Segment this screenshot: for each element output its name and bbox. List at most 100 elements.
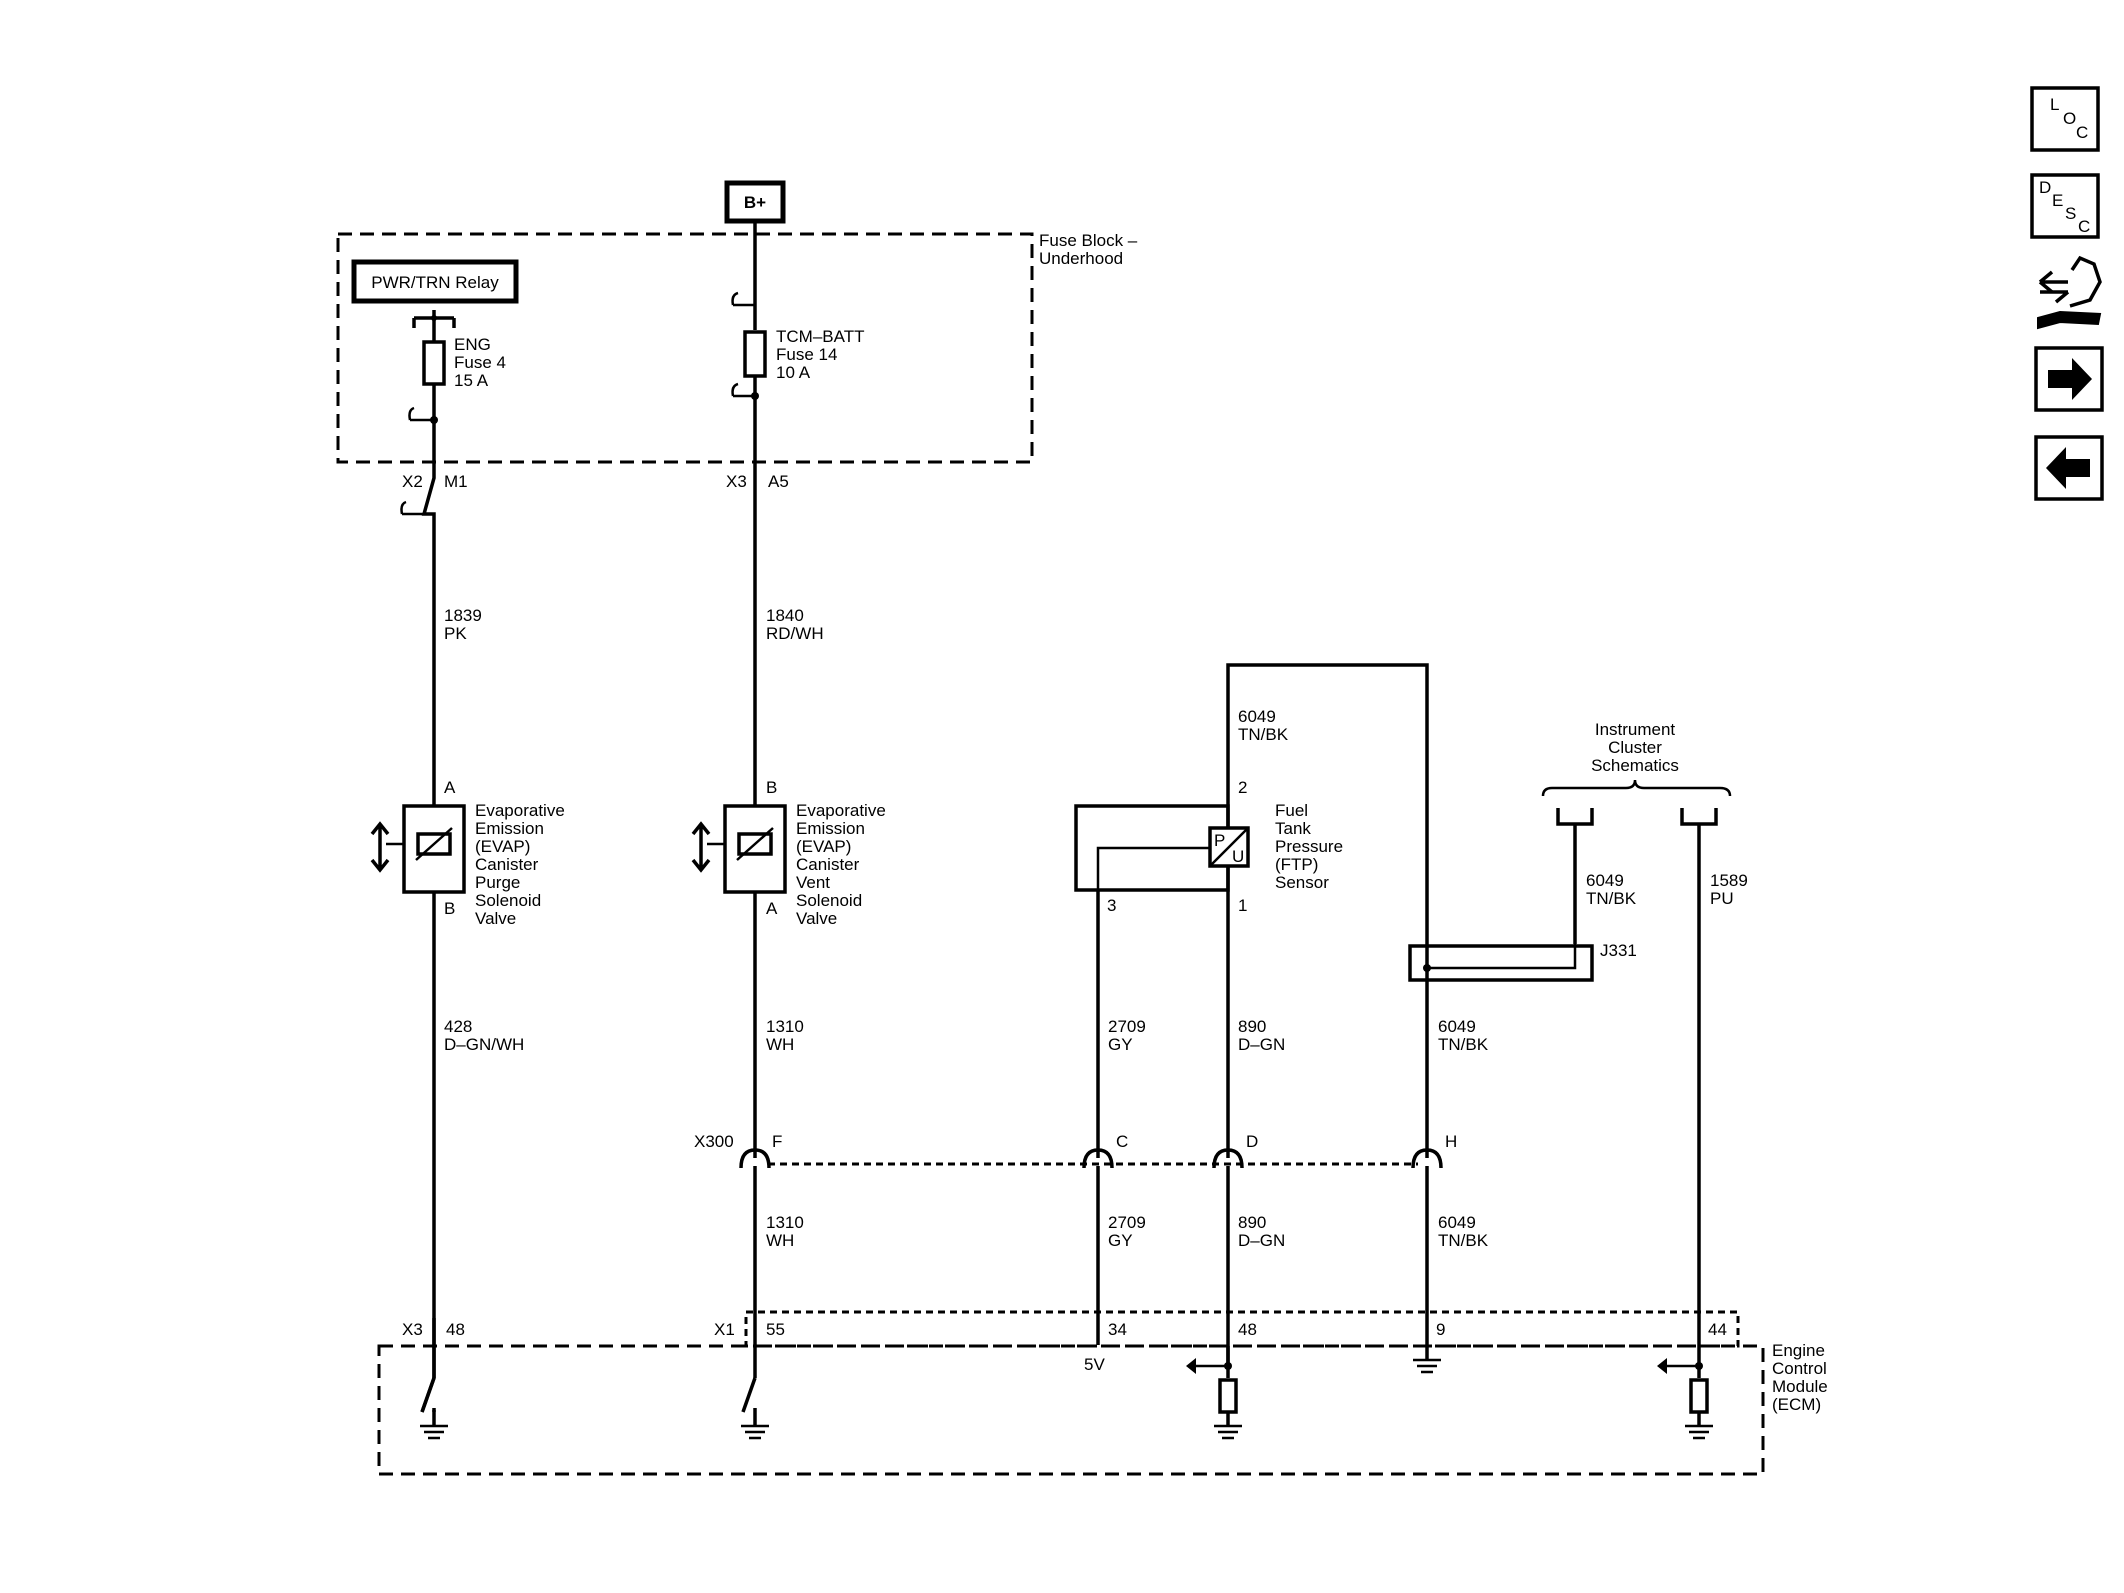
connector-x3-label: X3: [726, 472, 747, 491]
svg-text:GY: GY: [1108, 1231, 1133, 1250]
x300-label: X300: [694, 1132, 734, 1151]
svg-text:Fuse Block –: Fuse Block –: [1039, 231, 1138, 250]
loc-button[interactable]: L O C: [2030, 86, 2100, 152]
svg-text:D–GN: D–GN: [1238, 1231, 1285, 1250]
battery-positive-label: B+: [724, 180, 786, 224]
tcm-batt-fuse-14: [743, 330, 767, 378]
pwr-trn-relay: PWR/TRN Relay: [351, 259, 519, 304]
svg-text:PU: PU: [1710, 889, 1734, 908]
purge-pin-a: A: [444, 778, 456, 797]
connector-x2-label: X2: [402, 472, 423, 491]
wire-6049-label-top: 6049: [1238, 707, 1276, 726]
ecm-x1-pin-55: 55: [766, 1320, 785, 1339]
cluster-connector-2: [1680, 808, 1718, 1378]
svg-text:Schematics: Schematics: [1591, 756, 1679, 775]
ground-icon: [420, 1424, 448, 1440]
ecm-x1-pin-44: 44: [1708, 1320, 1727, 1339]
svg-text:Module: Module: [1772, 1377, 1828, 1396]
fuse-terminal-icon: [731, 291, 755, 307]
svg-text:Fuse 4: Fuse 4: [454, 353, 506, 372]
relay-label: PWR/TRN Relay: [371, 273, 499, 292]
loc-letter-o: O: [2063, 109, 2076, 128]
desc-button[interactable]: D E S C: [2030, 173, 2100, 239]
ecm-outline: [377, 1344, 1765, 1476]
svg-text:Fuse 14: Fuse 14: [776, 345, 837, 364]
loc-letter-l: L: [2050, 95, 2059, 114]
ftp-sensor: P U: [1074, 804, 1250, 892]
svg-text:Fuel: Fuel: [1275, 801, 1308, 820]
svg-text:TN/BK: TN/BK: [1586, 889, 1637, 908]
svg-text:TN/BK: TN/BK: [1238, 725, 1289, 744]
solenoid-actuator-icon: [691, 821, 711, 873]
ecm-x1-label: X1: [714, 1320, 735, 1339]
ecm-x1-pin-34: 34: [1108, 1320, 1127, 1339]
svg-text:(ECM): (ECM): [1772, 1395, 1821, 1414]
svg-text:Evaporative: Evaporative: [796, 801, 886, 820]
svg-text:Underhood: Underhood: [1039, 249, 1123, 268]
svg-text:Solenoid: Solenoid: [475, 891, 541, 910]
fuse-terminal-icon: [408, 406, 434, 422]
svg-text:Valve: Valve: [475, 909, 516, 928]
pressure-symbol-u: U: [1232, 847, 1244, 866]
ecm-x1-pin-48: 48: [1238, 1320, 1257, 1339]
ground-icon: [1214, 1424, 1242, 1440]
solenoid-actuator-icon: [370, 821, 390, 873]
connector-x3-pin: A5: [768, 472, 789, 491]
purge-valve-label: Evaporative Emission (EVAP) Canister Pur…: [475, 801, 565, 928]
wire-428-dgn-wh: [420, 892, 436, 1413]
svg-text:Control: Control: [1772, 1359, 1827, 1378]
wire-1839-pk: [421, 420, 436, 806]
ecm-5v-reference: 5V: [1084, 1355, 1105, 1374]
ecm-low-reference: [1413, 1358, 1441, 1374]
ecm-x1-pin-9: 9: [1436, 1320, 1445, 1339]
splice-label: J331: [1600, 941, 1637, 960]
evap-vent-solenoid-valve: [691, 804, 787, 894]
wire-1589-label: 1589: [1710, 871, 1748, 890]
svg-text:Vent: Vent: [796, 873, 830, 892]
ecm-x3-pin-48: 48: [446, 1320, 465, 1339]
svg-text:D–GN: D–GN: [1238, 1035, 1285, 1054]
svg-text:Emission: Emission: [796, 819, 865, 838]
wire-6049-label-upper: 6049: [1438, 1017, 1476, 1036]
connector-tool-icon[interactable]: [2037, 255, 2102, 330]
svg-text:(EVAP): (EVAP): [796, 837, 851, 856]
wire-890-label-upper: 890: [1238, 1017, 1266, 1036]
svg-text:Cluster: Cluster: [1608, 738, 1662, 757]
x300-pin-f: F: [772, 1132, 782, 1151]
svg-text:Emission: Emission: [475, 819, 544, 838]
wire-890-label-lower: 890: [1238, 1213, 1266, 1232]
svg-text:Canister: Canister: [796, 855, 860, 874]
cluster-bracket: [1541, 779, 1732, 797]
svg-text:Instrument: Instrument: [1595, 720, 1676, 739]
tcm-fuse-text: TCM–BATT: [776, 327, 864, 346]
svg-text:Canister: Canister: [475, 855, 539, 874]
svg-text:RD/WH: RD/WH: [766, 624, 824, 643]
wire-1839-label: 1839: [444, 606, 482, 625]
arrow-right-icon[interactable]: [2034, 346, 2104, 412]
svg-text:Purge: Purge: [475, 873, 520, 892]
ftp-pin-1: 1: [1238, 896, 1247, 915]
svg-text:D–GN/WH: D–GN/WH: [444, 1035, 524, 1054]
loc-letter-c: C: [2076, 123, 2088, 142]
svg-text:Engine: Engine: [1772, 1341, 1825, 1360]
connector-x2-pin: M1: [444, 472, 468, 491]
svg-text:PK: PK: [444, 624, 467, 643]
svg-text:Valve: Valve: [796, 909, 837, 928]
vent-pin-a: A: [766, 899, 778, 918]
x300-terminals: [739, 1148, 1443, 1169]
wire-6049-tn-bk-loop: [1226, 663, 1429, 968]
wire-2709-label-upper: 2709: [1108, 1017, 1146, 1036]
arrow-left-icon[interactable]: [2034, 435, 2104, 501]
desc-letter-e: E: [2052, 191, 2063, 210]
connector-terminal-icon: [400, 500, 424, 516]
ecm-cluster-signal-input: [1657, 1358, 1713, 1440]
fuse-block-title: Fuse Block – Underhood: [1039, 231, 1138, 268]
ground-icon: [1413, 1358, 1441, 1374]
ecm-x1-connector-outline: [744, 1310, 1740, 1348]
ecm-low-side-driver-vent: [741, 1377, 769, 1440]
ecm-x3-label: X3: [402, 1320, 423, 1339]
fuse-block-outline: [336, 232, 1034, 464]
svg-text:Tank: Tank: [1275, 819, 1311, 838]
svg-text:Solenoid: Solenoid: [796, 891, 862, 910]
